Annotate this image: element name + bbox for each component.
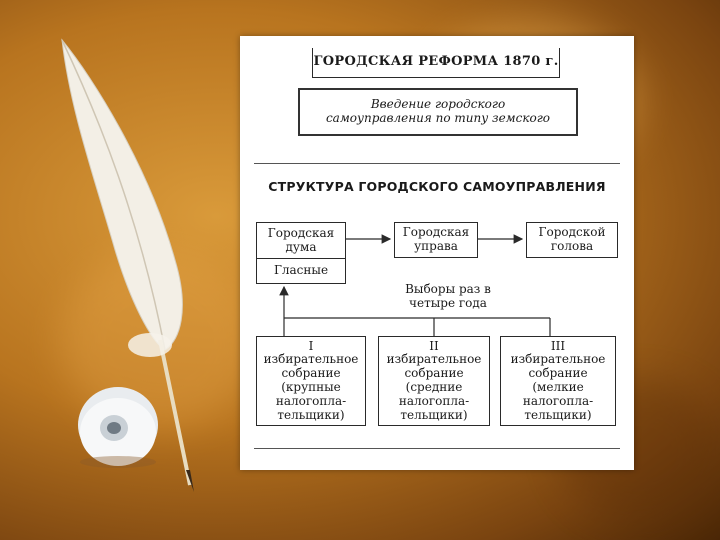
- assembly-2-box: II избирательное собрание (средние налог…: [378, 336, 490, 426]
- glasnye-label: Гласные: [273, 263, 329, 278]
- assembly-1-box: I избирательное собрание (крупные налого…: [256, 336, 366, 426]
- assembly-2-label: II избирательное собрание (средние налог…: [386, 338, 482, 422]
- structure-heading: СТРУКТУРА ГОРОДСКОГО САМОУПРАВЛЕНИЯ: [268, 179, 606, 194]
- assembly-3-label: III избирательное собрание (мелкие налог…: [510, 338, 606, 422]
- reform-title: ГОРОДСКАЯ РЕФОРМА 1870 г.: [313, 54, 559, 70]
- diagram-connectors: [279, 234, 551, 336]
- city-duma-label: Городская дума: [267, 225, 335, 254]
- intro-box: Введение городского самоуправления по ти…: [298, 88, 578, 136]
- divider-bottom: [254, 448, 620, 449]
- city-uprava-label: Городская управа: [402, 225, 470, 253]
- intro-text: Введение городского самоуправления по ти…: [325, 97, 551, 125]
- city-golova-label: Городской голова: [538, 225, 606, 253]
- reform-title-box: ГОРОДСКАЯ РЕФОРМА 1870 г.: [312, 48, 560, 78]
- city-golova-box: Городской голова: [526, 222, 618, 258]
- glasnye-box: Гласные: [256, 258, 346, 284]
- city-uprava-box: Городская управа: [394, 222, 478, 258]
- city-duma-box: Городская дума: [256, 222, 346, 258]
- elections-note: Выборы раз в четыре года: [405, 282, 491, 311]
- assembly-3-box: III избирательное собрание (мелкие налог…: [500, 336, 616, 426]
- assembly-1-label: I избирательное собрание (крупные налого…: [263, 338, 359, 422]
- parchment-texture: [60, 250, 260, 430]
- divider-top: [254, 163, 620, 164]
- document-page: ГОРОДСКАЯ РЕФОРМА 1870 г. Введение город…: [240, 36, 634, 470]
